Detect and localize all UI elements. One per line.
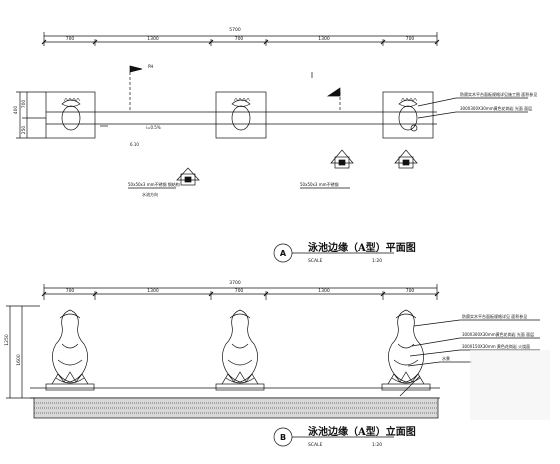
fish-statue-center [221,309,259,385]
section-marker-2 [326,87,354,169]
elev-callout-2: 300X300X30mm黄色花岗岩 光面 面层 [462,331,534,337]
elev-scale: SCALE [308,442,323,448]
plan-side-dim-2: 700 [21,100,27,109]
elev-total-dim: 3700 [229,280,241,286]
plan-title: 泳池边缘（A型）平面图 [308,241,416,254]
elev-dim-4: 1300 [318,288,330,294]
elev-dim-2: 1300 [147,288,159,294]
plan-dim-2: 1300 [147,36,159,42]
elev-title: 泳池边缘（A型）立面图 [308,425,416,438]
fish-statue-right [387,309,425,385]
plan-side-dim-1: 400 [13,106,19,115]
plinth-right [382,91,434,139]
elev-dim-3: 700 [235,288,244,294]
plan-callout-4: 6.10 [130,142,139,147]
section-marker-3 [394,149,418,169]
plan-side-dim-3: 250 [21,126,27,135]
elev-side-dim-2: 1600 [16,354,22,366]
plan-callout-2: 300X300X30mm黄色花岗岩 光面 面层 [460,105,532,111]
plinth-left [45,91,96,139]
plan-view [16,32,528,263]
plan-scale: SCALE [308,258,323,264]
fade-overlay [470,350,550,420]
pedestal-left [45,383,95,391]
plan-dim-4: 1300 [318,36,330,42]
elev-callout-1: 防腐实木平台面板规格详见 面积参见 [462,313,527,319]
elev-scale-ratio: 1:20 [372,442,382,448]
fish-statue-left [51,309,89,385]
fish-plan-right [398,97,418,131]
elev-dim-5: 700 [406,288,415,294]
plan-callout-3: i=0.5% [146,125,161,130]
plan-dim-5: 700 [406,36,415,42]
plan-callout-1: 防腐实木平台面板规格详见施工图 面积参见 [460,91,537,97]
plan-callout-7: 50x50x3 mm不锈钢 [300,181,339,187]
plan-callout-8: PH [148,64,153,69]
fish-plan-center [231,97,251,131]
plan-dim-3: 700 [235,36,244,42]
elev-callout-3: 300X150X30mm 黄色花岗岩 火烧面 [462,343,530,349]
pedestal-right [381,383,431,391]
elev-dim-1: 700 [66,288,75,294]
plan-title-letter: A [280,249,287,258]
elevation-view [6,284,540,447]
plan-total-dim: 5700 [229,27,241,33]
elev-title-letter: B [280,433,286,442]
plan-callout-6: 水流方向 [142,191,158,197]
elev-side-dim-1: 1250 [4,334,10,346]
section-marker-1 [129,65,200,186]
elev-callout-4: 水景 [442,355,450,361]
pedestal-center [215,383,265,391]
plan-dim-1: 700 [66,36,75,42]
fish-plan-left [61,97,81,131]
plinth-center [215,91,267,139]
plan-callout-5: 50x50x3 mm不锈钢 钢结构 [128,181,180,187]
plan-scale-ratio: 1:20 [372,258,382,264]
